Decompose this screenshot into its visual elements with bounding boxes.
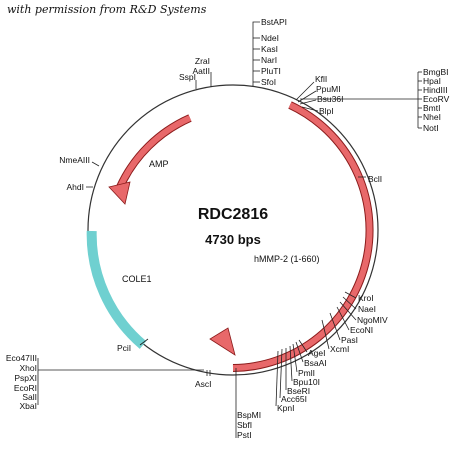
site-label: HpaI [423,76,441,86]
site-group-ahdi: AhdI [67,182,93,192]
site-label: AscI [195,379,212,389]
site-label: PpuMI [316,84,341,94]
site-label: BspMI [237,410,261,420]
site-label: BmgBI [423,67,449,77]
hmmp2-arrowhead [209,327,236,356]
site-label: NgoMIV [357,315,388,325]
site-label: NmeAIII [59,155,90,165]
site-label: PmlI [298,368,315,378]
site-label: BsaAI [304,358,327,368]
site-label: SfoI [261,77,276,87]
amp-arrowhead [108,181,131,205]
site-label: Acc65I [281,394,307,404]
amp-label: AMP [149,159,169,169]
site-label: Eco47III [6,353,37,363]
site-label: KroI [358,293,374,303]
site-label: XbaI [20,401,38,411]
site-label: KasI [261,44,278,54]
site-group-pcii: PciI [117,338,149,353]
cole1-feature [86,230,147,349]
site-label: SspI [179,72,196,82]
site-group-nmeaiii: NmeAIII [59,155,100,167]
amp-feature-outline [116,114,192,189]
hmmp2-label: hMMP-2 (1-660) [254,254,320,264]
site-label: PluTI [261,66,281,76]
site-label: BclI [368,174,382,184]
site-cluster-left: Eco47III XhoI PspXI EcoRI SalI XbaI [6,353,204,411]
site-label: KflI [315,74,327,84]
site-label: BseRI [287,386,310,396]
cole1-label: COLE1 [122,274,152,284]
plasmid-size: 4730 bps [205,232,261,247]
site-label: EcoNI [350,325,373,335]
plasmid-name: RDC2816 [198,206,268,223]
site-label: AgeI [308,348,326,358]
site-label: PspXI [14,373,37,383]
site-cluster-top: BstAPI NdeI KasI NarI PluTI SfoI [252,17,287,87]
hmmp2-feature [232,102,373,371]
site-label: AhdI [67,182,85,192]
site-group-agei: AgeI BsaAI PmlI Bpu10I BseRI Acc65I KpnI [275,339,327,413]
credit-note: with permission from R&D Systems [7,3,207,16]
site-label: NarI [261,55,277,65]
site-label: PasI [341,335,358,345]
site-label: BstAPI [261,17,287,27]
site-label: NotI [423,123,439,133]
site-label: NdeI [261,33,279,43]
site-group-kroi: KroI NaeI NgoMIV EcoNI PasI XcmI [321,291,388,354]
site-label: EcoRI [14,383,37,393]
site-label: XhoI [20,363,38,373]
site-label: BlpI [319,106,334,116]
site-cluster-bottom: BspMI SbfI PstI [235,368,261,440]
site-group-asci: AscI [195,370,212,389]
amp-feature [117,115,192,189]
site-group-zrai: ZraI AatII SspI [179,56,212,89]
site-label: AatII [193,66,210,76]
site-label: EcoRV [423,94,450,104]
site-label: ZraI [195,56,210,66]
site-label: XcmI [330,344,349,354]
site-label: PstI [237,430,252,440]
site-label: SbfI [237,420,252,430]
site-label: PciI [117,343,131,353]
site-label: HindIII [423,85,448,95]
site-label: Bpu10I [293,377,320,387]
site-label: SalI [22,392,37,402]
site-cluster-right: BmgBI HpaI HindIII EcoRV BmtI NheI NotI [300,67,450,133]
site-label: NaeI [358,304,376,314]
site-label: BmtI [423,103,440,113]
site-label: NheI [423,112,441,122]
plasmid-backbone [87,84,379,376]
site-label: KpnI [277,403,295,413]
site-group-bcli: BclI [358,174,382,184]
